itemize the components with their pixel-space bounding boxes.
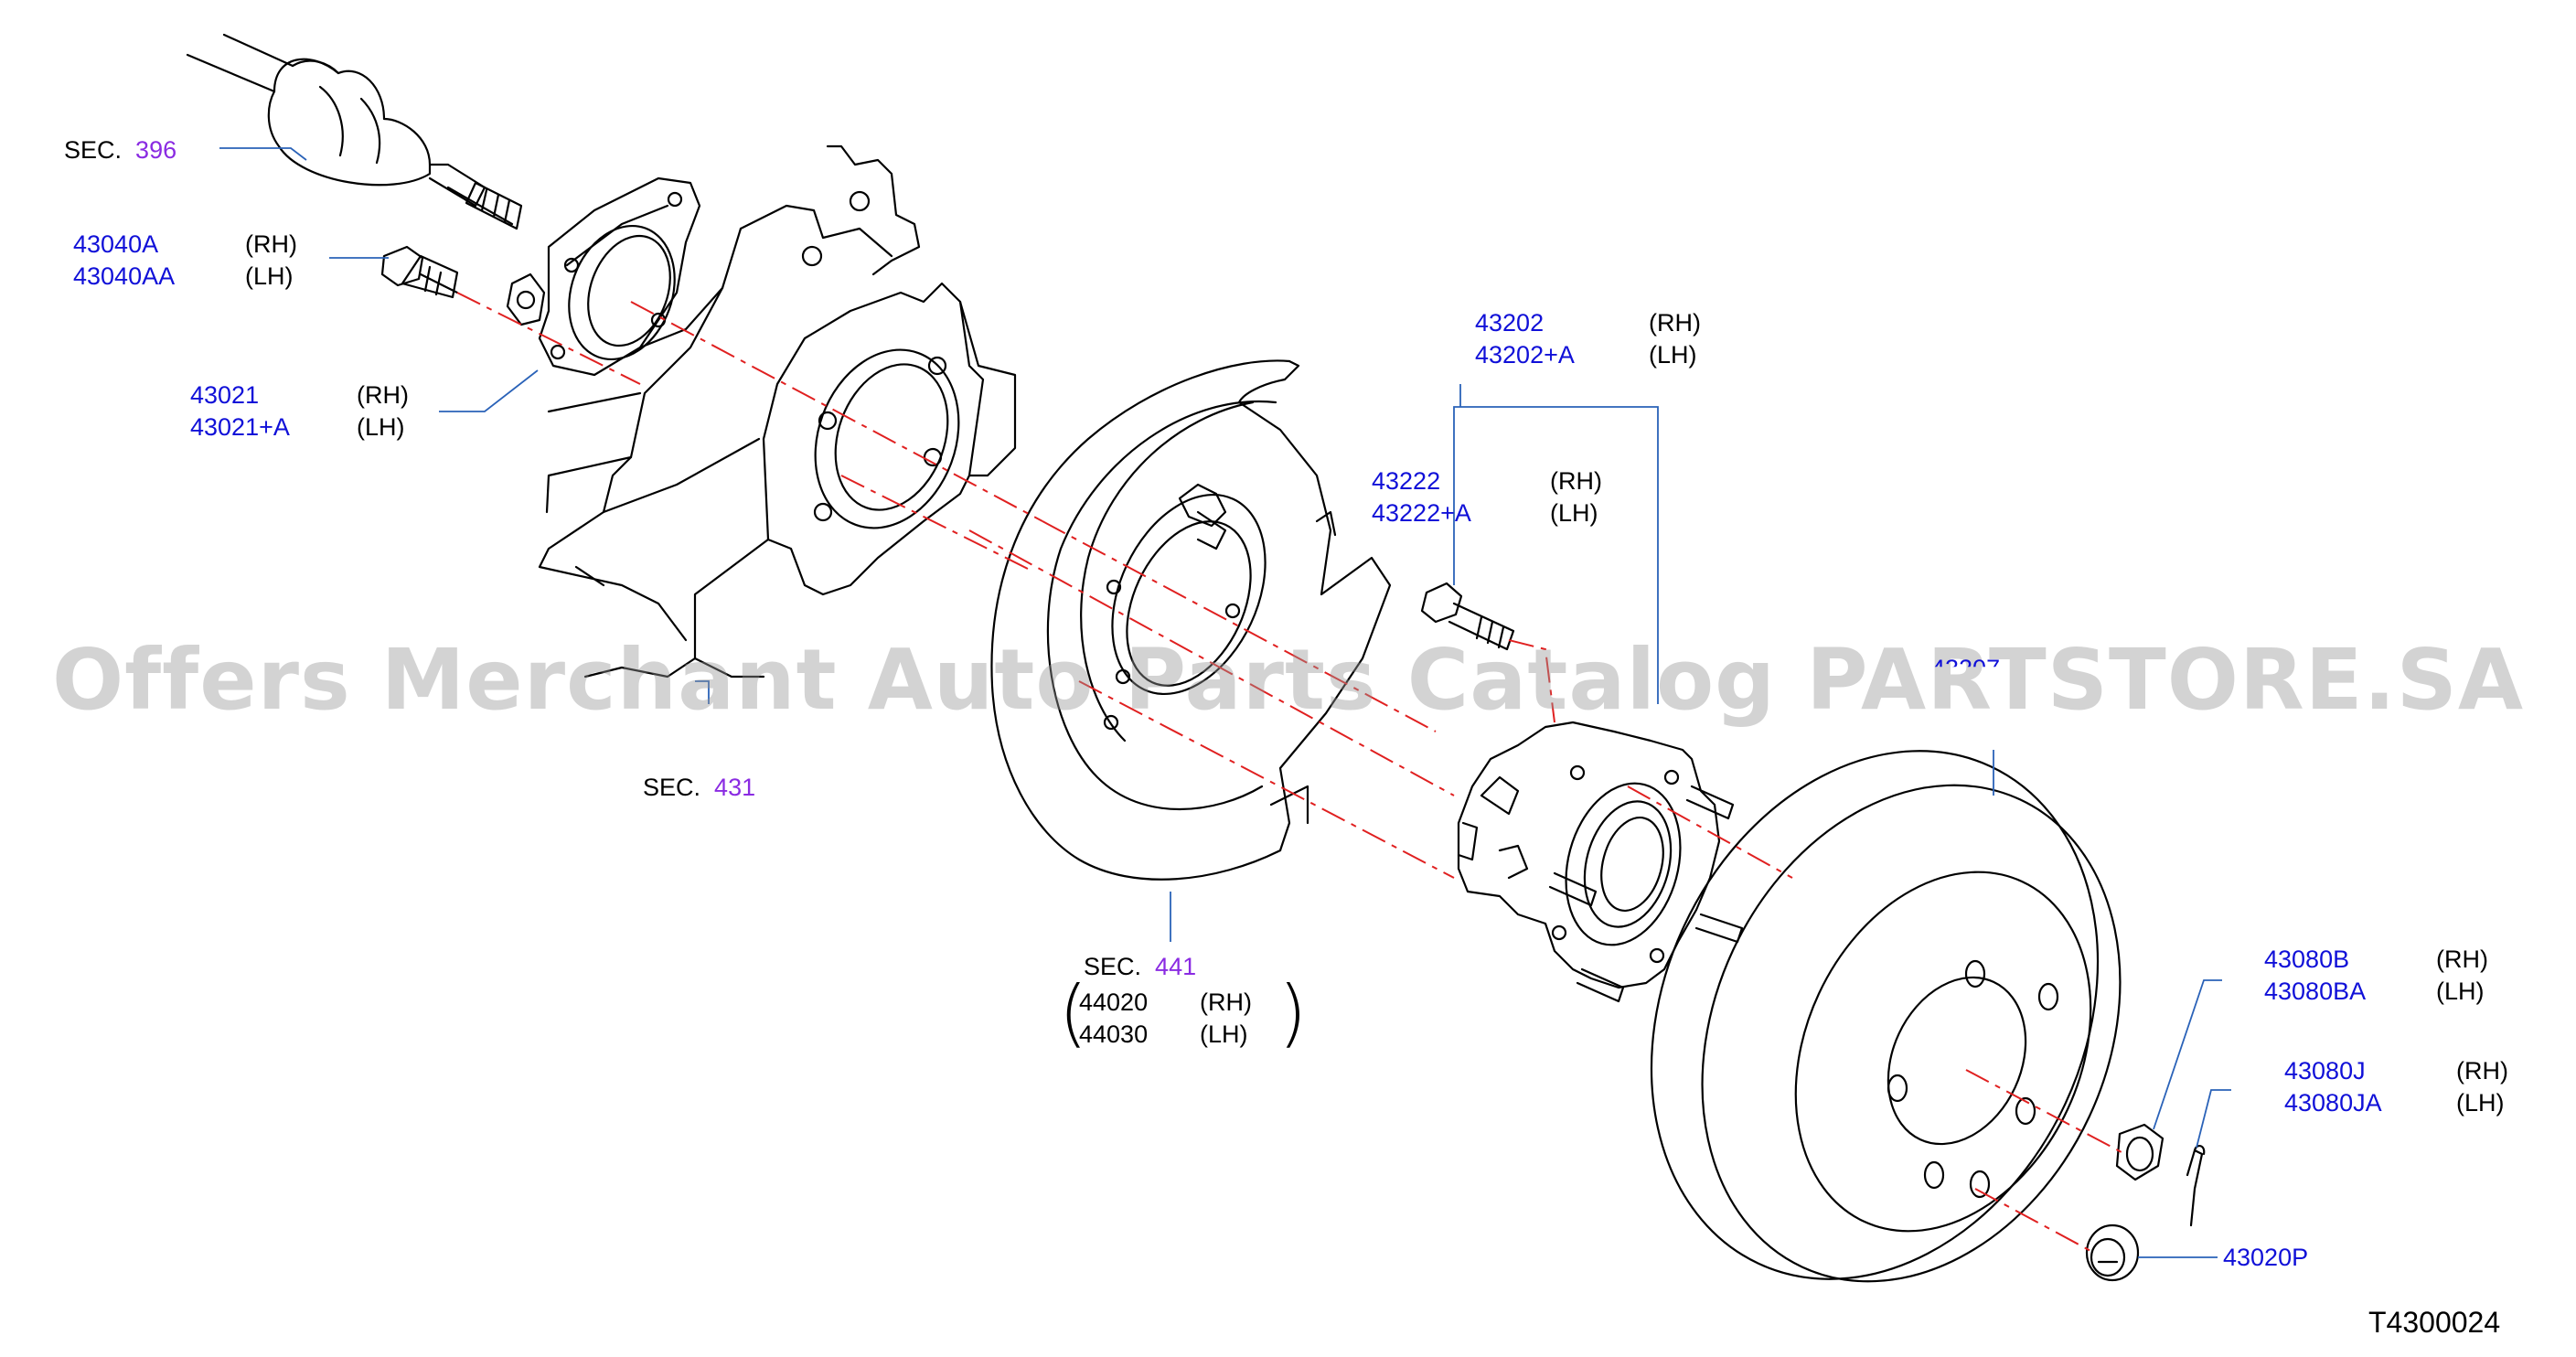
- section-prefix: SEC.: [643, 774, 701, 801]
- part-43021-link[interactable]: 43021: [190, 381, 260, 409]
- part-43222-link[interactable]: 43222: [1372, 467, 1441, 495]
- side-lh-label: (LH): [1649, 341, 1697, 369]
- side-rh-label: (RH): [1200, 988, 1252, 1016]
- side-rh-label: (RH): [1649, 309, 1701, 337]
- part-44020-link[interactable]: 44020: [1079, 988, 1149, 1016]
- side-rh-label: (RH): [2436, 946, 2488, 973]
- part-43020p-link[interactable]: 43020P: [2223, 1244, 2309, 1271]
- side-rh-label: (RH): [245, 230, 297, 258]
- side-lh-label: (LH): [357, 413, 405, 441]
- part-43222a-link[interactable]: 43222+A: [1372, 499, 1471, 527]
- hub-assembly-43202-part[interactable]: [1457, 721, 1744, 1003]
- centerlines: [456, 292, 2122, 1254]
- left-paren: (: [1059, 970, 1088, 1055]
- side-lh-label: (LH): [2436, 978, 2485, 1005]
- section-396-label: SEC. 396: [64, 134, 176, 166]
- section-441-label: SEC. 441: [1084, 951, 1196, 982]
- part-43202-link[interactable]: 43202: [1475, 309, 1545, 337]
- side-rh-label: (RH): [357, 381, 409, 409]
- section-396-link[interactable]: 396: [135, 136, 177, 164]
- side-rh-label: (RH): [1550, 467, 1602, 495]
- side-lh-label: (LH): [1200, 1020, 1248, 1048]
- section-441-link[interactable]: 441: [1155, 953, 1197, 980]
- section-prefix: SEC.: [64, 136, 123, 164]
- nut-43080b-part[interactable]: [2115, 1123, 2164, 1181]
- side-lh-label: (LH): [245, 262, 294, 290]
- flange-43021-part[interactable]: [506, 176, 701, 377]
- rotor-43207-part[interactable]: [1568, 678, 2198, 1352]
- drive-shaft-part[interactable]: [186, 33, 523, 230]
- part-43040aa-link[interactable]: 43040AA: [73, 262, 176, 290]
- diagram-code: T4300024: [2368, 1306, 2501, 1339]
- part-43080ba-link[interactable]: 43080BA: [2264, 978, 2367, 1005]
- side-lh-label: (LH): [1550, 499, 1598, 527]
- section-431-link[interactable]: 431: [714, 774, 756, 801]
- section-prefix: SEC.: [1084, 953, 1142, 980]
- cap-43020p-part[interactable]: [2085, 1223, 2140, 1282]
- leader-lines: [219, 147, 2231, 1258]
- section-431-label: SEC. 431: [643, 772, 755, 803]
- part-43080j-link[interactable]: 43080J: [2284, 1057, 2366, 1085]
- knuckle-sec431-part[interactable]: [538, 144, 1017, 678]
- bolt-43040-part[interactable]: [380, 245, 459, 299]
- side-lh-label: (LH): [2456, 1089, 2505, 1117]
- side-rh-label: (RH): [2456, 1057, 2508, 1085]
- backing-plate-44020-part[interactable]: [990, 359, 1392, 881]
- part-43207-link[interactable]: 43207: [1931, 655, 2001, 682]
- part-43021a-link[interactable]: 43021+A: [190, 413, 290, 441]
- part-43040a-link[interactable]: 43040A: [73, 230, 159, 258]
- cotter-pin-43080j-part[interactable]: [2186, 1145, 2206, 1227]
- part-44030-link[interactable]: 44030: [1079, 1020, 1149, 1048]
- part-43080b-link[interactable]: 43080B: [2264, 946, 2350, 973]
- watermark-text: Offers Merchant Auto Parts Catalog PARTS…: [51, 631, 2525, 729]
- part-43202a-link[interactable]: 43202+A: [1475, 341, 1575, 369]
- right-paren: ): [1278, 970, 1308, 1055]
- part-43080ja-link[interactable]: 43080JA: [2284, 1089, 2382, 1117]
